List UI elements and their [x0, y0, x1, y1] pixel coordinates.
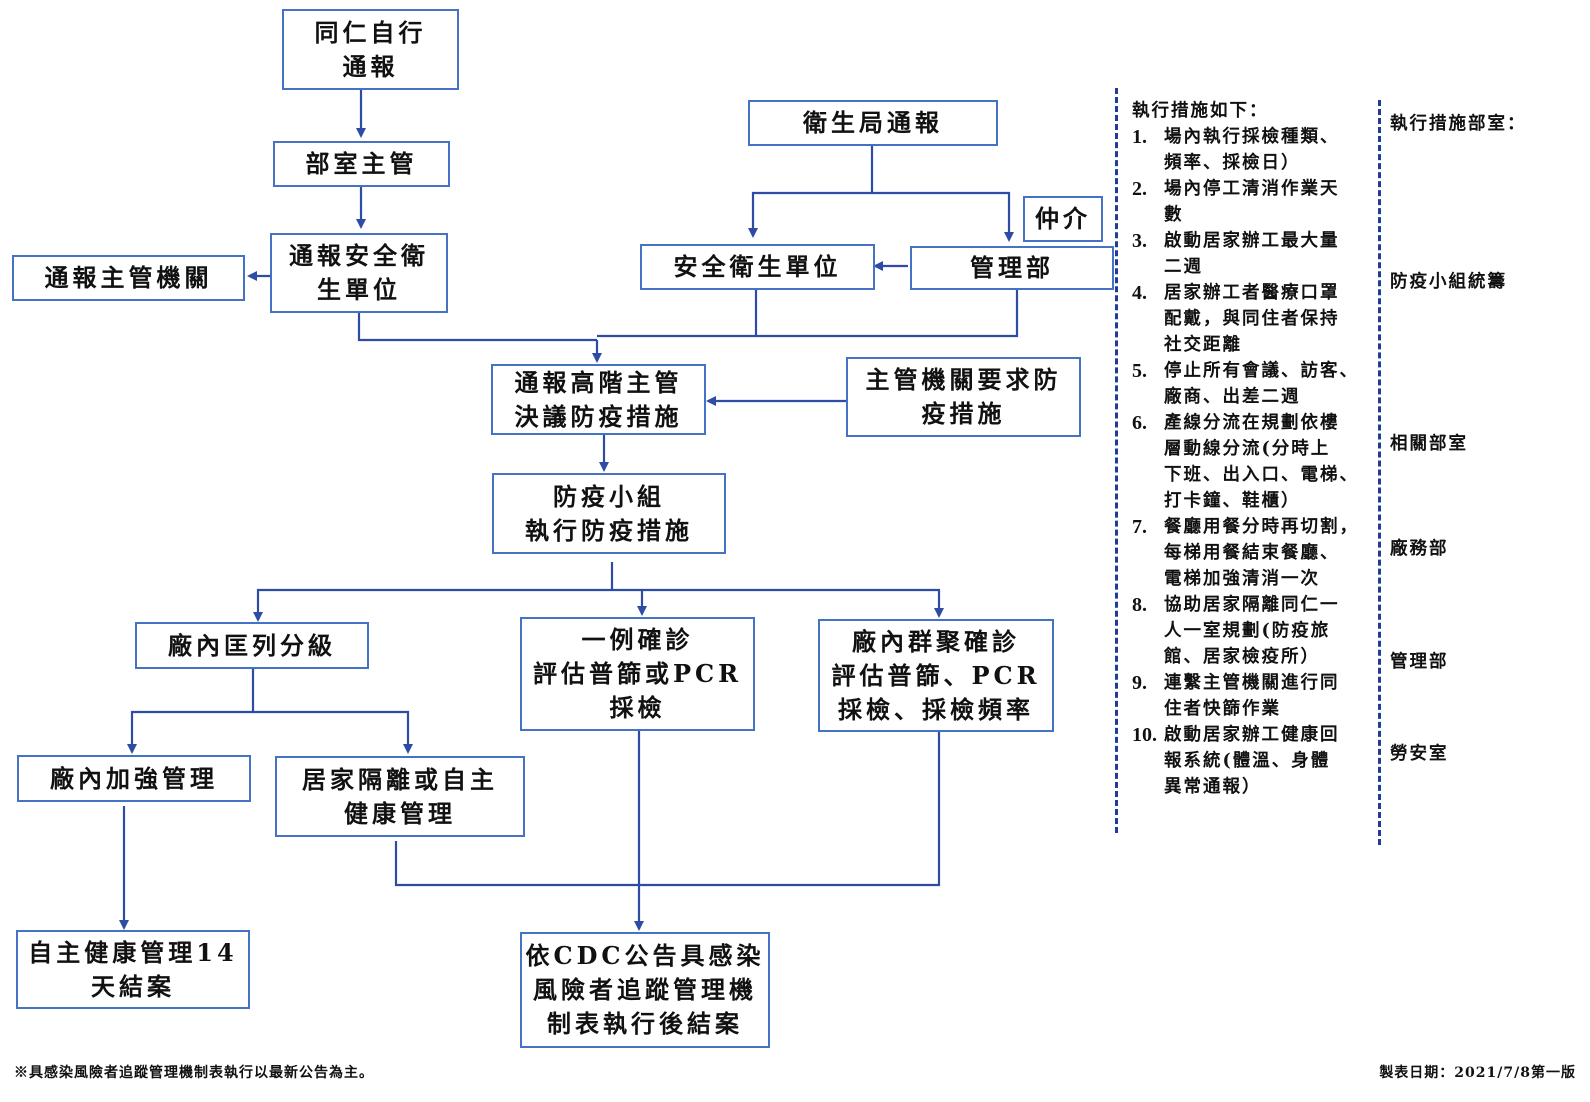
arrow-team-to-grading	[253, 588, 612, 622]
measure-item: 1. 場內執行採檢種類、頻率、採檢日）	[1132, 124, 1382, 176]
measure-line: 協助居家隔離同仁一	[1164, 595, 1340, 615]
measure-line: 配戴，與同住者保持	[1164, 309, 1340, 329]
measure-line: 啟動居家辦工健康回	[1164, 725, 1340, 745]
measure-item: 6. 產線分流在規劃依樓層動線分流(分時上下班、出入口、電梯、打卡鐘、鞋櫃）	[1132, 410, 1382, 514]
measure-line: 場內執行採檢種類、	[1164, 127, 1340, 147]
measures-list: 執行措施如下： 1. 場內執行採檢種類、頻率、採檢日） 2. 場內停工清消作業天數 3.…	[1132, 98, 1382, 800]
arrow-team-to-cluster	[612, 588, 944, 618]
arrow-grading-to-strengthen	[127, 710, 253, 754]
measure-line: 二週	[1164, 257, 1203, 277]
dashed-divider-left	[1115, 88, 1118, 833]
node-cdc-close: 依CDC公告具感染 風險者追蹤管理機 制表執行後結案	[520, 932, 770, 1048]
node-report-safety-unit: 通報安全衛 生單位	[270, 233, 448, 313]
measure-line: 住者快篩作業	[1164, 699, 1281, 719]
node-broker: 仲介	[1023, 196, 1103, 242]
measure-line: 數	[1164, 205, 1184, 225]
measure-line: 居家辦工者醫療口罩	[1164, 283, 1340, 303]
measure-line: 層動線分流(分時上	[1164, 439, 1331, 459]
node-dept-head: 部室主管	[273, 141, 450, 187]
arrow-grading-to-home	[253, 710, 413, 754]
measure-number: 8.	[1132, 594, 1147, 616]
dashed-divider-right	[1378, 100, 1381, 845]
node-cluster-case: 廠內群聚確診 評估普篩、PCR 採檢、採檢頻率	[818, 619, 1054, 732]
measure-line: 異常通報）	[1164, 777, 1262, 797]
measure-item: 10. 啟動居家辦工健康回報系統(體溫、身體異常通報）	[1132, 722, 1382, 800]
measure-line: 每梯用餐結束餐廳、	[1164, 543, 1340, 563]
line-home-to-merge	[394, 731, 941, 887]
measure-line: 餐廳用餐分時再切割，	[1164, 517, 1359, 537]
line-health-bureau-split	[748, 144, 874, 238]
footer-date: 製表日期：2021/7/8第一版	[1379, 1065, 1576, 1081]
measure-number: 5.	[1132, 360, 1147, 382]
measure-number: 4.	[1132, 282, 1147, 304]
node-senior-decision: 通報高階主管 決議防疫措施	[491, 364, 706, 435]
measure-line: 下班、出入口、電梯、	[1164, 465, 1359, 485]
node-health-bureau: 衛生局通報	[748, 100, 998, 146]
measures-title: 執行措施如下：	[1132, 101, 1269, 121]
measure-line: 社交距離	[1164, 335, 1242, 355]
measure-line: 產線分流在規劃依樓	[1164, 413, 1340, 433]
measure-number: 1.	[1132, 126, 1147, 148]
measure-item: 3. 啟動居家辦工最大量二週	[1132, 228, 1382, 280]
measure-item: 5. 停止所有會議、訪客、廠商、出差二週	[1132, 358, 1382, 410]
node-management-dept: 管理部	[910, 246, 1114, 290]
measure-number: 9.	[1132, 672, 1147, 694]
measure-line: 打卡鐘、鞋櫃）	[1164, 491, 1301, 511]
department-item: 相關部室	[1390, 434, 1468, 454]
measure-line: 電梯加強清消一次	[1164, 569, 1320, 589]
node-safety-unit: 安全衛生單位	[640, 244, 875, 290]
measure-line: 頻率、採檢日）	[1164, 153, 1301, 173]
node-authority-requirement: 主管機關要求防 疫措施	[846, 357, 1081, 437]
node-epidemic-team: 防疫小組 執行防疫措施	[492, 473, 726, 554]
node-zone-grading: 廠內匡列分級	[135, 622, 369, 669]
footer-note: ※具感染風險者追蹤管理機制表執行以最新公告為主。	[14, 1065, 374, 1081]
department-item: 勞安室	[1390, 744, 1449, 764]
measure-line: 報系統(體溫、身體	[1164, 751, 1331, 771]
measure-number: 7.	[1132, 516, 1147, 538]
measure-item: 9. 連繫主管機關進行同住者快篩作業	[1132, 670, 1382, 722]
node-report-authority: 通報主管機關	[12, 255, 245, 301]
measure-number: 2.	[1132, 178, 1147, 200]
measure-number: 10.	[1132, 724, 1157, 746]
measure-line: 啟動居家辦工最大量	[1164, 231, 1340, 251]
measure-line: 停止所有會議、訪客、	[1164, 361, 1359, 381]
measure-number: 6.	[1132, 412, 1147, 434]
measure-line: 場內停工清消作業天	[1164, 179, 1340, 199]
measure-line: 連繫主管機關進行同	[1164, 673, 1340, 693]
measure-line: 館、居家檢疫所）	[1164, 647, 1320, 667]
measure-line: 廠商、出差二週	[1164, 387, 1301, 407]
measure-line: 人一室規劃(防疫旅	[1164, 621, 1331, 641]
measure-item: 7. 餐廳用餐分時再切割， 每梯用餐結束餐廳、電梯加強清消一次	[1132, 514, 1382, 592]
measure-number: 3.	[1132, 230, 1147, 252]
department-item: 管理部	[1390, 652, 1449, 672]
measure-item: 2. 場內停工清消作業天數	[1132, 176, 1382, 228]
node-single-case: 一例確診 評估普篩或PCR 採檢	[520, 617, 755, 731]
node-self-report: 同仁自行 通報	[282, 9, 459, 90]
arrow-health-bureau-to-mgmt	[872, 191, 1014, 242]
line-report-safety-down	[357, 312, 597, 342]
line-safety-mgmt-join	[754, 289, 1019, 338]
node-self-health-close: 自主健康管理14 天結案	[16, 930, 250, 1009]
department-item: 廠務部	[1390, 539, 1449, 559]
measure-item: 8. 協助居家隔離同仁一人一室規劃(防疫旅館、居家檢疫所）	[1132, 592, 1382, 670]
department-item: 防疫小組統籌	[1390, 272, 1507, 292]
node-strengthen-mgmt: 廠內加強管理	[17, 755, 251, 802]
measure-item: 4. 居家辦工者醫療口罩配戴，與同住者保持社交距離	[1132, 280, 1382, 358]
departments-title: 執行措施部室：	[1390, 114, 1527, 134]
node-home-isolation: 居家隔離或自主 健康管理	[275, 756, 525, 837]
